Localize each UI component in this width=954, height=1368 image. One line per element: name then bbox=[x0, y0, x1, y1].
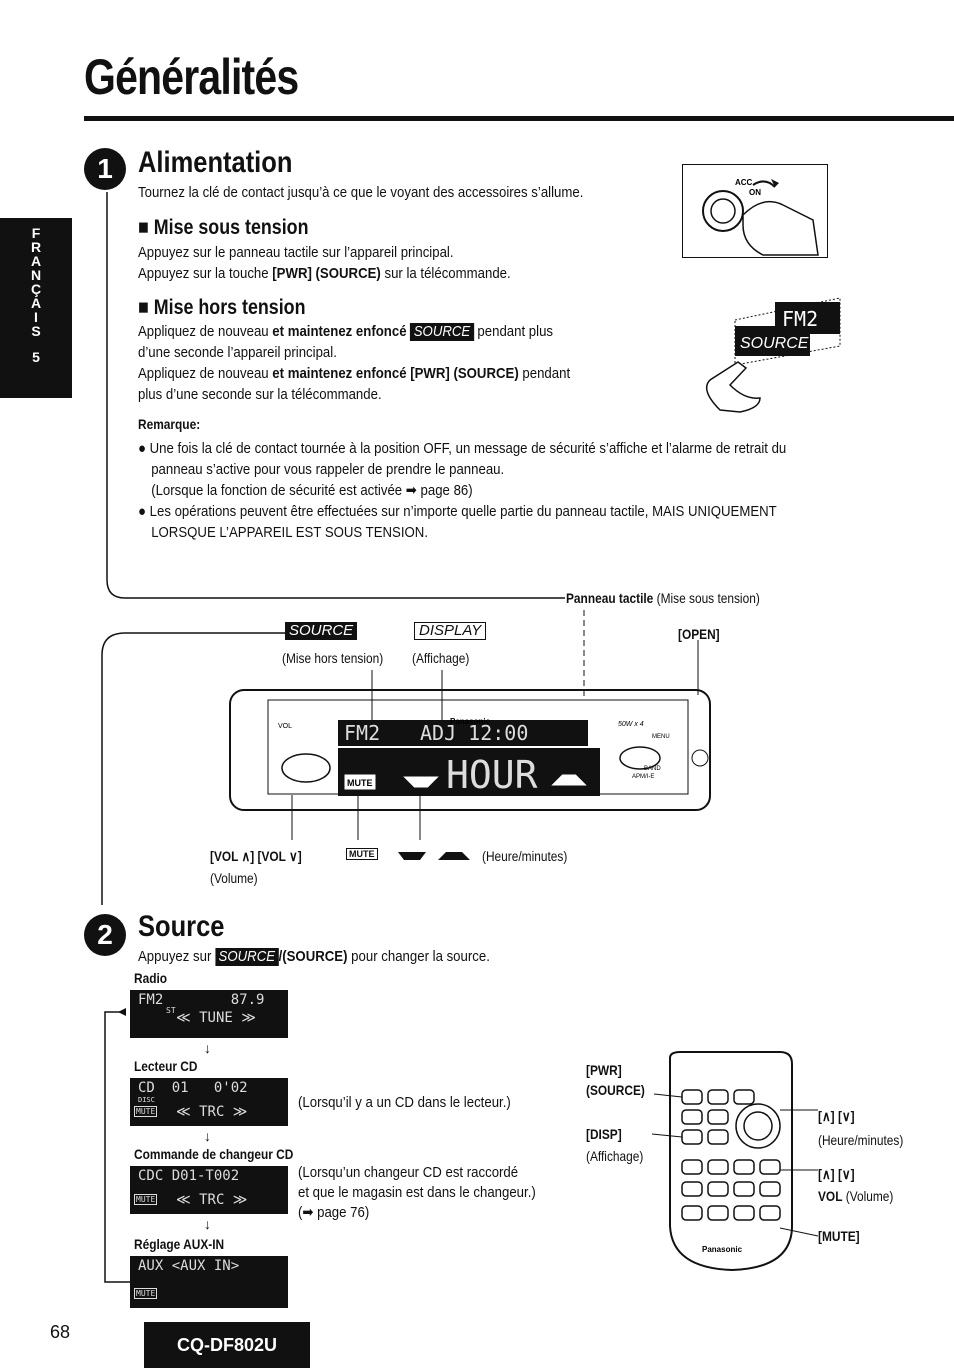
tab-letter: N bbox=[30, 267, 42, 283]
pwr-label: [PWR] bbox=[586, 1062, 622, 1078]
panel-mute-key: MUTE bbox=[347, 778, 373, 788]
acc-label: ACC bbox=[735, 178, 753, 187]
page-title: Généralités bbox=[84, 49, 299, 105]
disp-caption: (Affichage) bbox=[586, 1148, 644, 1164]
changer-label: Commande de changeur CD bbox=[134, 1146, 294, 1162]
power-on-line2: Appuyez sur la touche [PWR] (SOURCE) sur… bbox=[138, 265, 511, 282]
panel-brand: Panasonic bbox=[450, 717, 491, 726]
mute-key-label: MUTE bbox=[346, 848, 378, 860]
title-rule bbox=[84, 116, 954, 121]
tab-letter: I bbox=[34, 309, 38, 325]
hour-caption: (Heure/minutes) bbox=[482, 848, 568, 864]
source-intro: Appuyez sur SOURCE/(SOURCE) pour changer… bbox=[138, 948, 490, 966]
panel-power: 50W x 4 bbox=[618, 721, 644, 728]
panel-menu-text: MENU bbox=[652, 734, 670, 740]
section-heading: Source bbox=[138, 910, 225, 943]
panel-lcd-big: HOUR bbox=[446, 753, 538, 797]
hour-arrows-icon bbox=[398, 852, 470, 860]
panel-band-text: BAND bbox=[644, 766, 661, 772]
section-number-badge: 1 bbox=[84, 148, 126, 190]
tab-letter: Ç bbox=[30, 281, 42, 297]
display-caption: (Affichage) bbox=[412, 650, 470, 666]
remark-label: Remarque: bbox=[138, 416, 201, 432]
vol-caption: (Volume) bbox=[210, 870, 258, 886]
power-off-line2: d’une seconde l’appareil principal. bbox=[138, 344, 337, 361]
power-off-line1: Appliquez de nouveau et maintenez enfonc… bbox=[138, 323, 554, 341]
source-press-illustration: FM2 SOURCE bbox=[680, 290, 850, 414]
on-label: ON bbox=[749, 188, 761, 197]
source-button-tag: SOURCE bbox=[410, 323, 474, 341]
source-key-label: SOURCE bbox=[285, 622, 358, 640]
vol-keys-label: [VOL ∧] [VOL ∨] bbox=[210, 848, 302, 864]
intro-text: Tournez la clé de contact jusqu’à ce que… bbox=[138, 184, 584, 201]
remark-bullet-2: ● Les opérations peuvent être effectuées… bbox=[138, 503, 777, 541]
hour-keys-caption: (Heure/minutes) bbox=[818, 1132, 904, 1148]
tab-letter: S bbox=[31, 323, 41, 339]
changer-note-3: (➡ page 76) bbox=[298, 1204, 370, 1221]
power-on-heading: ■ Mise sous tension bbox=[138, 216, 309, 239]
changer-lcd: CDC D01-T002 MUTE ≪ TRC ≫ bbox=[130, 1166, 288, 1214]
power-on-line1: Appuyez sur le panneau tactile sur l’app… bbox=[138, 244, 454, 261]
panel-lcd-top-left: FM2 bbox=[344, 721, 380, 745]
remark-bullet-1: ● Une fois la clé de contact tournée à l… bbox=[138, 440, 787, 499]
hand-press-icon: FM2 SOURCE bbox=[705, 297, 841, 413]
language-tab: F R A N Ç A I S 5 bbox=[0, 218, 72, 398]
radio-label: Radio bbox=[134, 970, 168, 986]
remote-brand: Panasonic bbox=[702, 1245, 743, 1254]
source-caption: (Mise hors tension) bbox=[282, 650, 384, 666]
vol-keys-label-remote: [∧] [∨] bbox=[818, 1166, 855, 1182]
aux-label: Réglage AUX-IN bbox=[134, 1236, 225, 1252]
aux-lcd: AUX <AUX IN> MUTE bbox=[130, 1256, 288, 1308]
power-off-line3: Appliquez de nouveau et maintenez enfonc… bbox=[138, 365, 571, 382]
model-badge: CQ-DF802U bbox=[144, 1322, 310, 1368]
tab-letter: F bbox=[31, 225, 41, 241]
changer-note-2: et que le magasin est dans le changeur.) bbox=[298, 1184, 536, 1201]
cd-label: Lecteur CD bbox=[134, 1058, 198, 1074]
page-number: 68 bbox=[50, 1322, 71, 1342]
changer-note-1: (Lorsqu’un changeur CD est raccordé bbox=[298, 1164, 519, 1181]
disp-label: [DISP] bbox=[586, 1126, 622, 1142]
tab-letter: R bbox=[30, 239, 42, 255]
arrow-down-icon: ↓ bbox=[204, 1040, 211, 1056]
source-label: (SOURCE) bbox=[586, 1082, 645, 1098]
radio-lcd: FM2 87.9 ST ≪ TUNE ≫ bbox=[130, 990, 288, 1038]
cd-note: (Lorsqu’il y a un CD dans le lecteur.) bbox=[298, 1094, 511, 1111]
display-key-label: DISPLAY bbox=[414, 622, 487, 640]
arrow-down-icon: ↓ bbox=[204, 1128, 211, 1144]
panel-vol-text: VOL bbox=[278, 723, 292, 730]
tab-letter: A bbox=[30, 253, 42, 269]
tab-letter: A bbox=[30, 295, 42, 311]
illus-source-text: SOURCE bbox=[740, 335, 809, 352]
section-heading: Alimentation bbox=[138, 146, 293, 179]
cd-lcd: CD 01 0'02 DISC MUTE ≪ TRC ≫ bbox=[130, 1078, 288, 1126]
vol-keys-caption: VOL (Volume) bbox=[818, 1188, 894, 1204]
faceplate-illustration: FM2 ADJ 12:00 HOUR MUTE Panasonic 50W x … bbox=[229, 610, 711, 840]
key-hand-icon: ACC ON bbox=[702, 178, 819, 256]
arrow-down-icon: ↓ bbox=[204, 1216, 211, 1232]
panel-aps-text: APM/I-E bbox=[632, 774, 654, 780]
power-off-line4: plus d’une seconde sur la télécommande. bbox=[138, 386, 382, 403]
remote-control-illustration: Panasonic bbox=[651, 1051, 819, 1272]
ignition-key-illustration: ACC ON bbox=[682, 164, 828, 258]
power-off-heading: ■ Mise hors tension bbox=[138, 296, 306, 319]
hour-keys-label: [∧] [∨] bbox=[818, 1108, 855, 1124]
mute-label-remote: [MUTE] bbox=[818, 1228, 860, 1244]
source-tag: SOURCE bbox=[215, 948, 279, 966]
open-label: [OPEN] bbox=[678, 626, 720, 642]
tab-number: 5 bbox=[32, 349, 40, 365]
touch-panel-label: Panneau tactile (Mise sous tension) bbox=[566, 590, 760, 606]
panel-lcd-top-right: ADJ 12:00 bbox=[420, 721, 528, 745]
section-number-badge: 2 bbox=[84, 914, 126, 956]
